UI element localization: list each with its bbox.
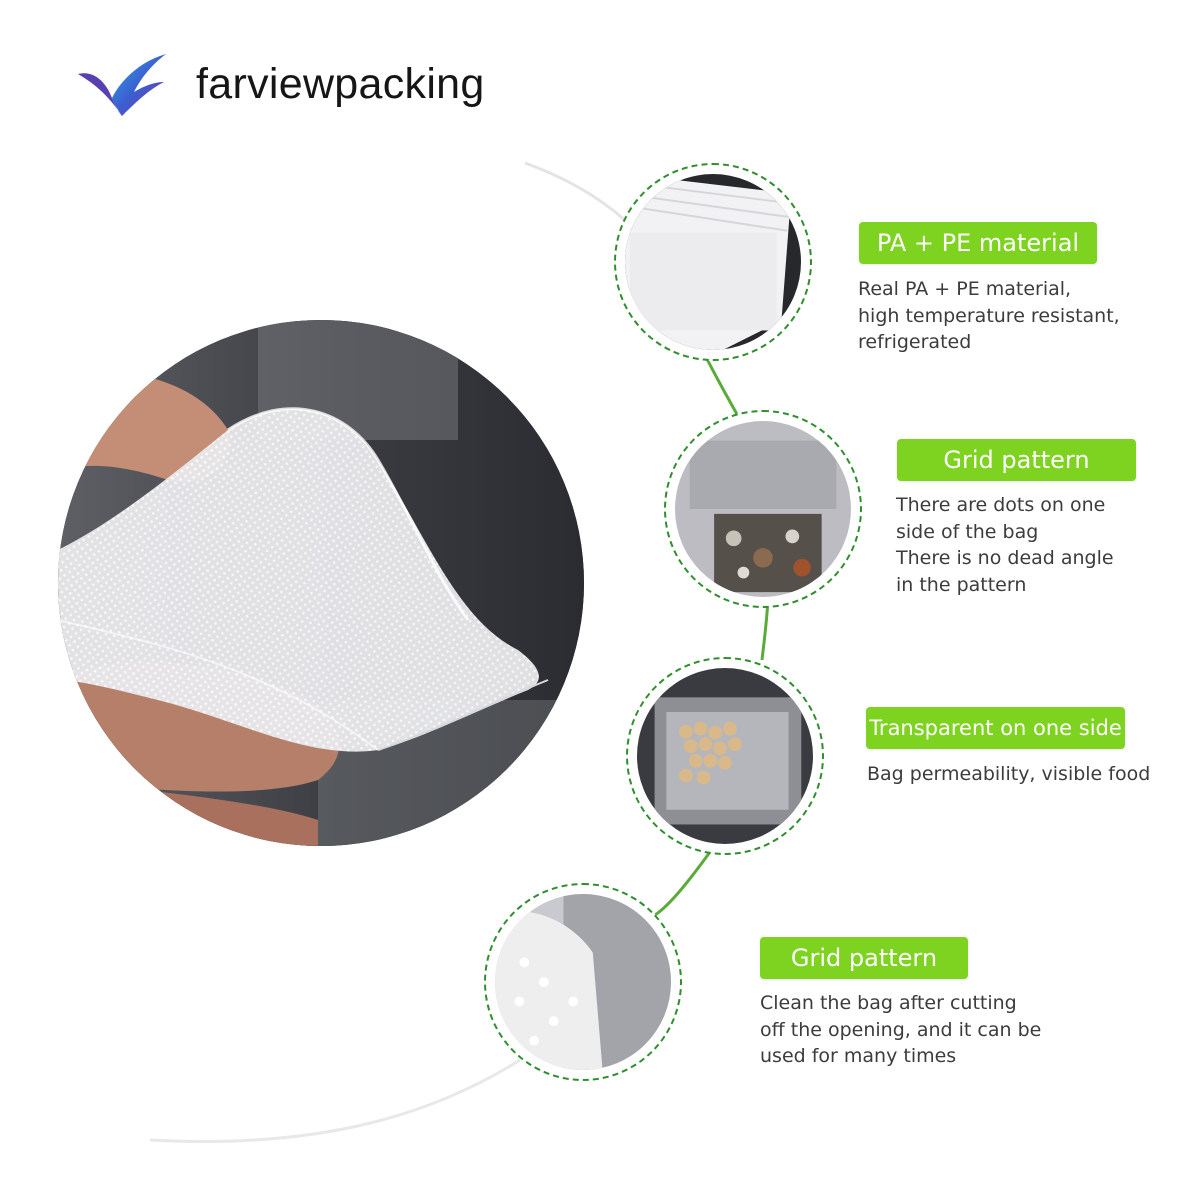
feature-thumb-reusable (484, 883, 682, 1081)
bag-edge-image (625, 174, 801, 350)
feature-badge-material: PA + PE material (859, 222, 1097, 264)
feature-description-reusable: Clean the bag after cutting off the open… (760, 990, 1041, 1070)
feature-thumb-transparent (626, 657, 824, 855)
feature-thumb-grid (664, 410, 862, 608)
bag-with-rice-image (495, 894, 671, 1070)
description-line: Real PA + PE material, (858, 278, 1072, 300)
bird-wing-logo-icon (78, 54, 166, 116)
hand-holding-bag-image (58, 320, 584, 846)
hero-photo (58, 320, 584, 846)
description-line: There are dots on one (896, 494, 1106, 516)
description-line: There is no dead angle (896, 547, 1114, 569)
description-line: high temperature resistant, (858, 304, 1120, 327)
brand-name: farviewpacking (196, 60, 485, 108)
description-line: in the pattern (896, 573, 1027, 596)
description-line: side of the bag (896, 520, 1039, 543)
feature-description-grid: There are dots on one side of the bag Th… (896, 492, 1114, 598)
feature-description-material: Real PA + PE material, high temperature … (858, 276, 1120, 356)
feature-thumb-material (614, 163, 812, 361)
bag-with-food-image (675, 421, 851, 597)
description-line: off the opening, and it can be (760, 1018, 1042, 1041)
feature-description-transparent: Bag permeability, visible food (867, 761, 1150, 788)
description-line: used for many times (760, 1045, 957, 1067)
bag-with-beans-image (637, 668, 813, 844)
feature-badge-grid: Grid pattern (897, 439, 1136, 481)
description-line: Bag permeability, visible food (867, 763, 1151, 785)
description-line: Clean the bag after cutting (760, 992, 1017, 1014)
feature-badge-reusable: Grid pattern (760, 937, 968, 979)
feature-badge-transparent: Transparent on one side (866, 707, 1125, 749)
description-line: refrigerated (858, 331, 972, 353)
